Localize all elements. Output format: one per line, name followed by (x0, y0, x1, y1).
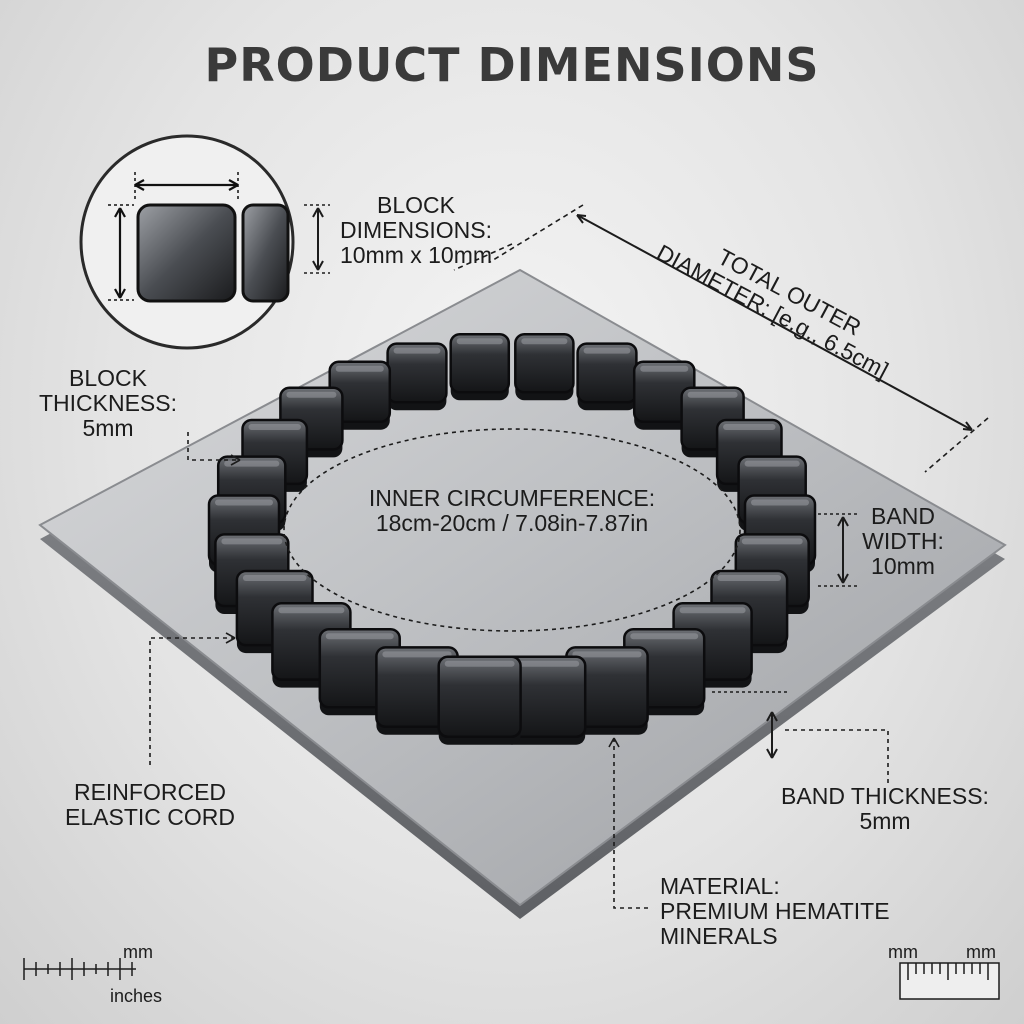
dimension-lines (149, 204, 989, 909)
material-line2: PREMIUM HEMATITE (660, 898, 890, 924)
band-thickness-line2: 5mm (859, 808, 911, 834)
band-width-label: BAND WIDTH: 10mm (858, 504, 948, 579)
hematite-bracelet (207, 332, 817, 745)
right-ruler (899, 962, 1000, 1000)
block-thickness-line2: THICKNESS: (38, 390, 178, 416)
bracelet-bead (565, 646, 649, 735)
band-thickness-line1: BAND THICKNESS: (781, 783, 989, 809)
block-thickness-label: BLOCK THICKNESS: 5mm (20, 366, 196, 441)
block-dimensions-line3: 10mm x 10mm (339, 242, 493, 268)
bracelet-bead (514, 332, 575, 401)
bracelet-bead (632, 360, 696, 430)
page-title: PRODUCT DIMENSIONS (204, 38, 820, 92)
band-width-line3: 10mm (871, 553, 935, 579)
bracelet-bead (328, 360, 392, 430)
inner-circumference-label: INNER CIRCUMFERENCE: 18cm-20cm / 7.08in-… (352, 486, 672, 536)
elastic-cord-label: REINFORCED ELASTIC CORD (58, 780, 242, 830)
elastic-cord-line1: REINFORCED (73, 779, 227, 805)
material-line3: MINERALS (660, 923, 778, 949)
material-line1: MATERIAL: (660, 873, 780, 899)
material-label: MATERIAL: PREMIUM HEMATITE MINERALS (660, 874, 890, 949)
band-thickness-label: BAND THICKNESS: 5mm (780, 784, 990, 834)
block-dimensions-line1: BLOCK (377, 192, 455, 218)
left-ruler (23, 958, 136, 980)
block-thickness-line3: 5mm (82, 415, 134, 441)
bracelet-bead (449, 332, 511, 401)
block-thickness-line1: BLOCK (69, 365, 147, 391)
inner-circumference-line2: 18cm-20cm / 7.08in-7.87in (375, 510, 649, 536)
band-width-line2: WIDTH: (862, 528, 944, 554)
left-ruler-inches-label: inches (110, 986, 163, 1006)
block-zoom-inset (79, 134, 295, 350)
inner-circumference-outline (283, 428, 741, 632)
block-dimensions-label: BLOCK DIMENSIONS: 10mm x 10mm (330, 193, 502, 268)
right-ruler-mm-left-label: mm (888, 942, 918, 962)
bracelet-bead (437, 655, 522, 745)
band-width-line1: BAND (871, 503, 935, 529)
inner-circumference-line1: INNER CIRCUMFERENCE: (368, 485, 656, 511)
bracelet-bead (576, 342, 638, 411)
left-ruler-mm-label: mm (123, 942, 153, 962)
right-ruler-mm-right-label: mm (966, 942, 996, 962)
elastic-cord-line2: ELASTIC CORD (65, 804, 235, 830)
bracelet-bead (386, 342, 448, 411)
block-dimensions-line2: DIMENSIONS: (339, 217, 493, 243)
